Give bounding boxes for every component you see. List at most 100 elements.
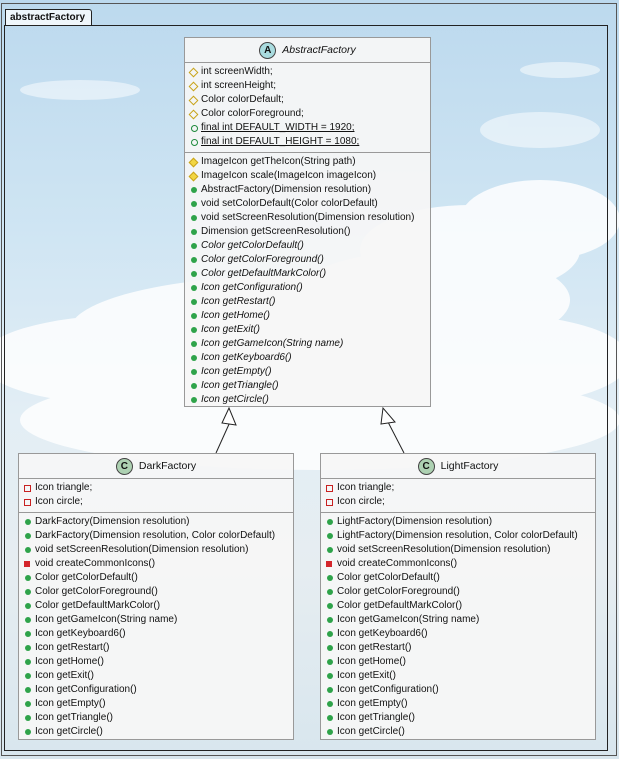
method-row: Icon getKeyboard6()	[321, 627, 595, 641]
public-visibility-icon	[23, 658, 32, 667]
field-row: final int DEFAULT_WIDTH = 1920;	[185, 121, 430, 135]
method-text: void setScreenResolution(Dimension resol…	[337, 544, 551, 555]
method-text: Icon getCircle()	[35, 726, 103, 737]
method-row: Color getColorDefault()	[321, 571, 595, 585]
method-row: Icon getCircle()	[19, 725, 293, 739]
field-text: Color colorForeground;	[201, 108, 304, 119]
public-visibility-icon	[325, 714, 334, 723]
method-row: DarkFactory(Dimension resolution)	[19, 515, 293, 529]
method-text: Icon getRestart()	[201, 296, 276, 307]
method-text: Color getDefaultMarkColor()	[35, 600, 161, 611]
field-row: final int DEFAULT_HEIGHT = 1080;	[185, 135, 430, 149]
method-text: Icon getEmpty()	[337, 698, 408, 709]
method-text: void createCommonIcons()	[35, 558, 156, 569]
method-text: Color getColorForeground()	[201, 254, 324, 265]
class-icon: C	[115, 457, 133, 475]
method-text: DarkFactory(Dimension resolution, Color …	[35, 530, 276, 541]
package-name: abstractFactory	[10, 12, 86, 23]
public-visibility-icon	[23, 574, 32, 583]
public-visibility-icon	[189, 340, 198, 349]
method-row: Color getColorForeground()	[185, 253, 430, 267]
method-row: Icon getRestart()	[321, 641, 595, 655]
field-row: Icon circle;	[19, 495, 293, 509]
method-row: Icon getConfiguration()	[321, 683, 595, 697]
public-visibility-icon	[325, 700, 334, 709]
method-text: DarkFactory(Dimension resolution)	[35, 516, 190, 527]
private-visibility-icon	[23, 484, 32, 493]
method-text: Icon getKeyboard6()	[35, 628, 126, 639]
method-row: Icon getTriangle()	[321, 711, 595, 725]
package-tab: abstractFactory	[5, 9, 93, 26]
method-row: Icon getEmpty()	[19, 697, 293, 711]
method-text: Icon getGameIcon(String name)	[35, 614, 178, 625]
protected-visibility-icon	[189, 96, 198, 105]
class-lightfactory[interactable]: C LightFactory Icon triangle;Icon circle…	[320, 453, 596, 740]
method-text: Dimension getScreenResolution()	[201, 226, 351, 237]
method-row: Icon getKeyboard6()	[19, 627, 293, 641]
method-text: Icon getExit()	[337, 670, 396, 681]
method-text: Icon getEmpty()	[35, 698, 106, 709]
method-row: Icon getGameIcon(String name)	[321, 613, 595, 627]
package-frame-outer	[1, 3, 617, 756]
class-icon: C	[417, 457, 435, 475]
method-row: Icon getExit()	[185, 323, 430, 337]
public-visibility-icon	[189, 270, 198, 279]
public-visibility-icon	[23, 700, 32, 709]
method-row: AbstractFactory(Dimension resolution)	[185, 183, 430, 197]
private-visibility-icon	[325, 484, 334, 493]
method-text: Icon getHome()	[201, 310, 270, 321]
public-visibility-icon	[325, 728, 334, 737]
field-text: Color colorDefault;	[201, 94, 284, 105]
method-text: Color getColorForeground()	[35, 586, 158, 597]
method-text: Icon getRestart()	[337, 642, 412, 653]
method-text: Icon getCircle()	[337, 726, 405, 737]
class-header: A AbstractFactory	[185, 38, 430, 63]
public-visibility-icon	[189, 124, 198, 133]
method-text: Icon getConfiguration()	[337, 684, 439, 695]
public-visibility-icon	[189, 138, 198, 147]
method-row: void setColorDefault(Color colorDefault)	[185, 197, 430, 211]
method-text: LightFactory(Dimension resolution, Color…	[337, 530, 578, 541]
method-row: ImageIcon getTheIcon(String path)	[185, 155, 430, 169]
method-row: Icon getConfiguration()	[185, 281, 430, 295]
method-row: Icon getEmpty()	[185, 365, 430, 379]
method-text: Color getDefaultMarkColor()	[337, 600, 463, 611]
class-darkfactory[interactable]: C DarkFactory Icon triangle;Icon circle;…	[18, 453, 294, 740]
public-visibility-icon	[189, 214, 198, 223]
field-text: int screenHeight;	[201, 80, 277, 91]
method-text: void setScreenResolution(Dimension resol…	[35, 544, 249, 555]
fields-section: Icon triangle;Icon circle;	[321, 479, 595, 513]
method-text: void createCommonIcons()	[337, 558, 458, 569]
methods-section: DarkFactory(Dimension resolution) DarkFac…	[19, 513, 293, 742]
public-visibility-icon	[325, 532, 334, 541]
field-row: Icon triangle;	[321, 481, 595, 495]
method-row: Icon getGameIcon(String name)	[185, 337, 430, 351]
method-row: Icon getKeyboard6()	[185, 351, 430, 365]
field-text: final int DEFAULT_HEIGHT = 1080;	[201, 136, 360, 147]
methods-section: LightFactory(Dimension resolution)LightF…	[321, 513, 595, 742]
public-visibility-icon	[23, 616, 32, 625]
public-visibility-icon	[189, 298, 198, 307]
field-row: int screenWidth;	[185, 65, 430, 79]
public-visibility-icon	[189, 256, 198, 265]
field-text: Icon triangle;	[35, 482, 93, 493]
class-name: AbstractFactory	[282, 44, 356, 56]
public-visibility-icon	[23, 518, 32, 527]
method-text: Icon getHome()	[35, 656, 104, 667]
method-row: Icon getHome()	[19, 655, 293, 669]
abstract-class-icon: A	[259, 41, 277, 59]
method-text: Icon getGameIcon(String name)	[337, 614, 480, 625]
public-visibility-icon	[23, 672, 32, 681]
method-row: Icon getTriangle()	[185, 379, 430, 393]
public-visibility-icon	[23, 532, 32, 541]
method-row: Dimension getScreenResolution()	[185, 225, 430, 239]
method-text: Color getColorDefault()	[35, 572, 138, 583]
public-visibility-icon	[189, 382, 198, 391]
protected-visibility-icon	[189, 68, 198, 77]
public-visibility-icon	[189, 354, 198, 363]
method-row: Color getColorForeground()	[19, 585, 293, 599]
field-row: Icon circle;	[321, 495, 595, 509]
class-abstractfactory[interactable]: A AbstractFactory int screenWidth;int sc…	[184, 37, 431, 407]
method-row: Color getDefaultMarkColor()	[185, 267, 430, 281]
method-row: Icon getCircle()	[185, 393, 430, 407]
